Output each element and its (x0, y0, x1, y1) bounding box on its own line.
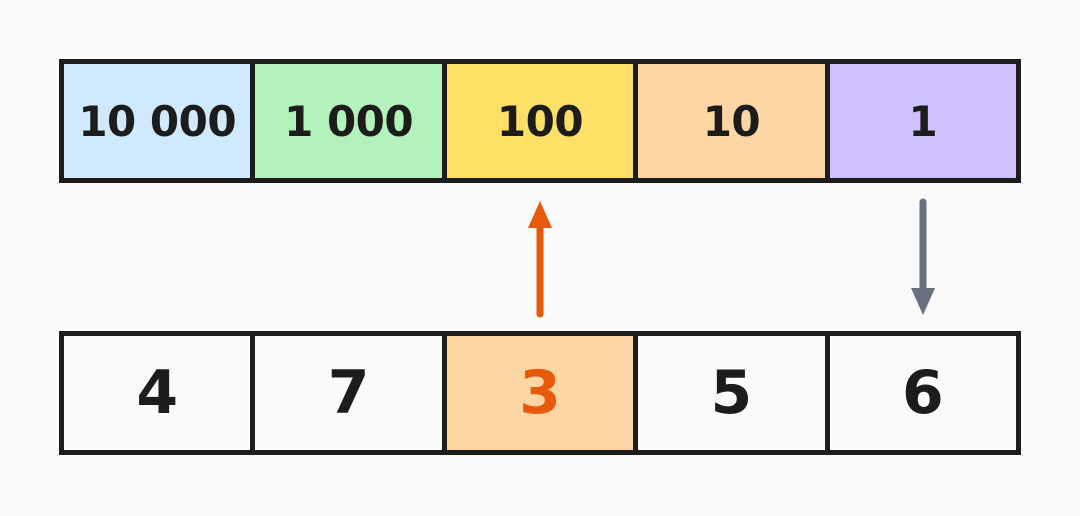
digit-cell: 4 (64, 336, 251, 450)
digit-cell: 5 (633, 336, 825, 450)
place-value-row: 10 000 1 000 100 10 1 (59, 59, 1021, 183)
place-value-hundreds: 100 (441, 64, 634, 178)
place-value-tens: 10 (633, 64, 825, 178)
digit-row: 4 7 3 5 6 (59, 331, 1021, 455)
digit-cell: 7 (250, 336, 442, 450)
place-value-ones: 1 (824, 64, 1017, 178)
place-value-thousands: 1 000 (250, 64, 442, 178)
up-arrow (528, 201, 552, 318)
digit-cell: 6 (824, 336, 1017, 450)
place-value-ten-thousands: 10 000 (64, 64, 251, 178)
down-arrow (911, 198, 935, 315)
digit-cell-highlighted: 3 (441, 336, 634, 450)
